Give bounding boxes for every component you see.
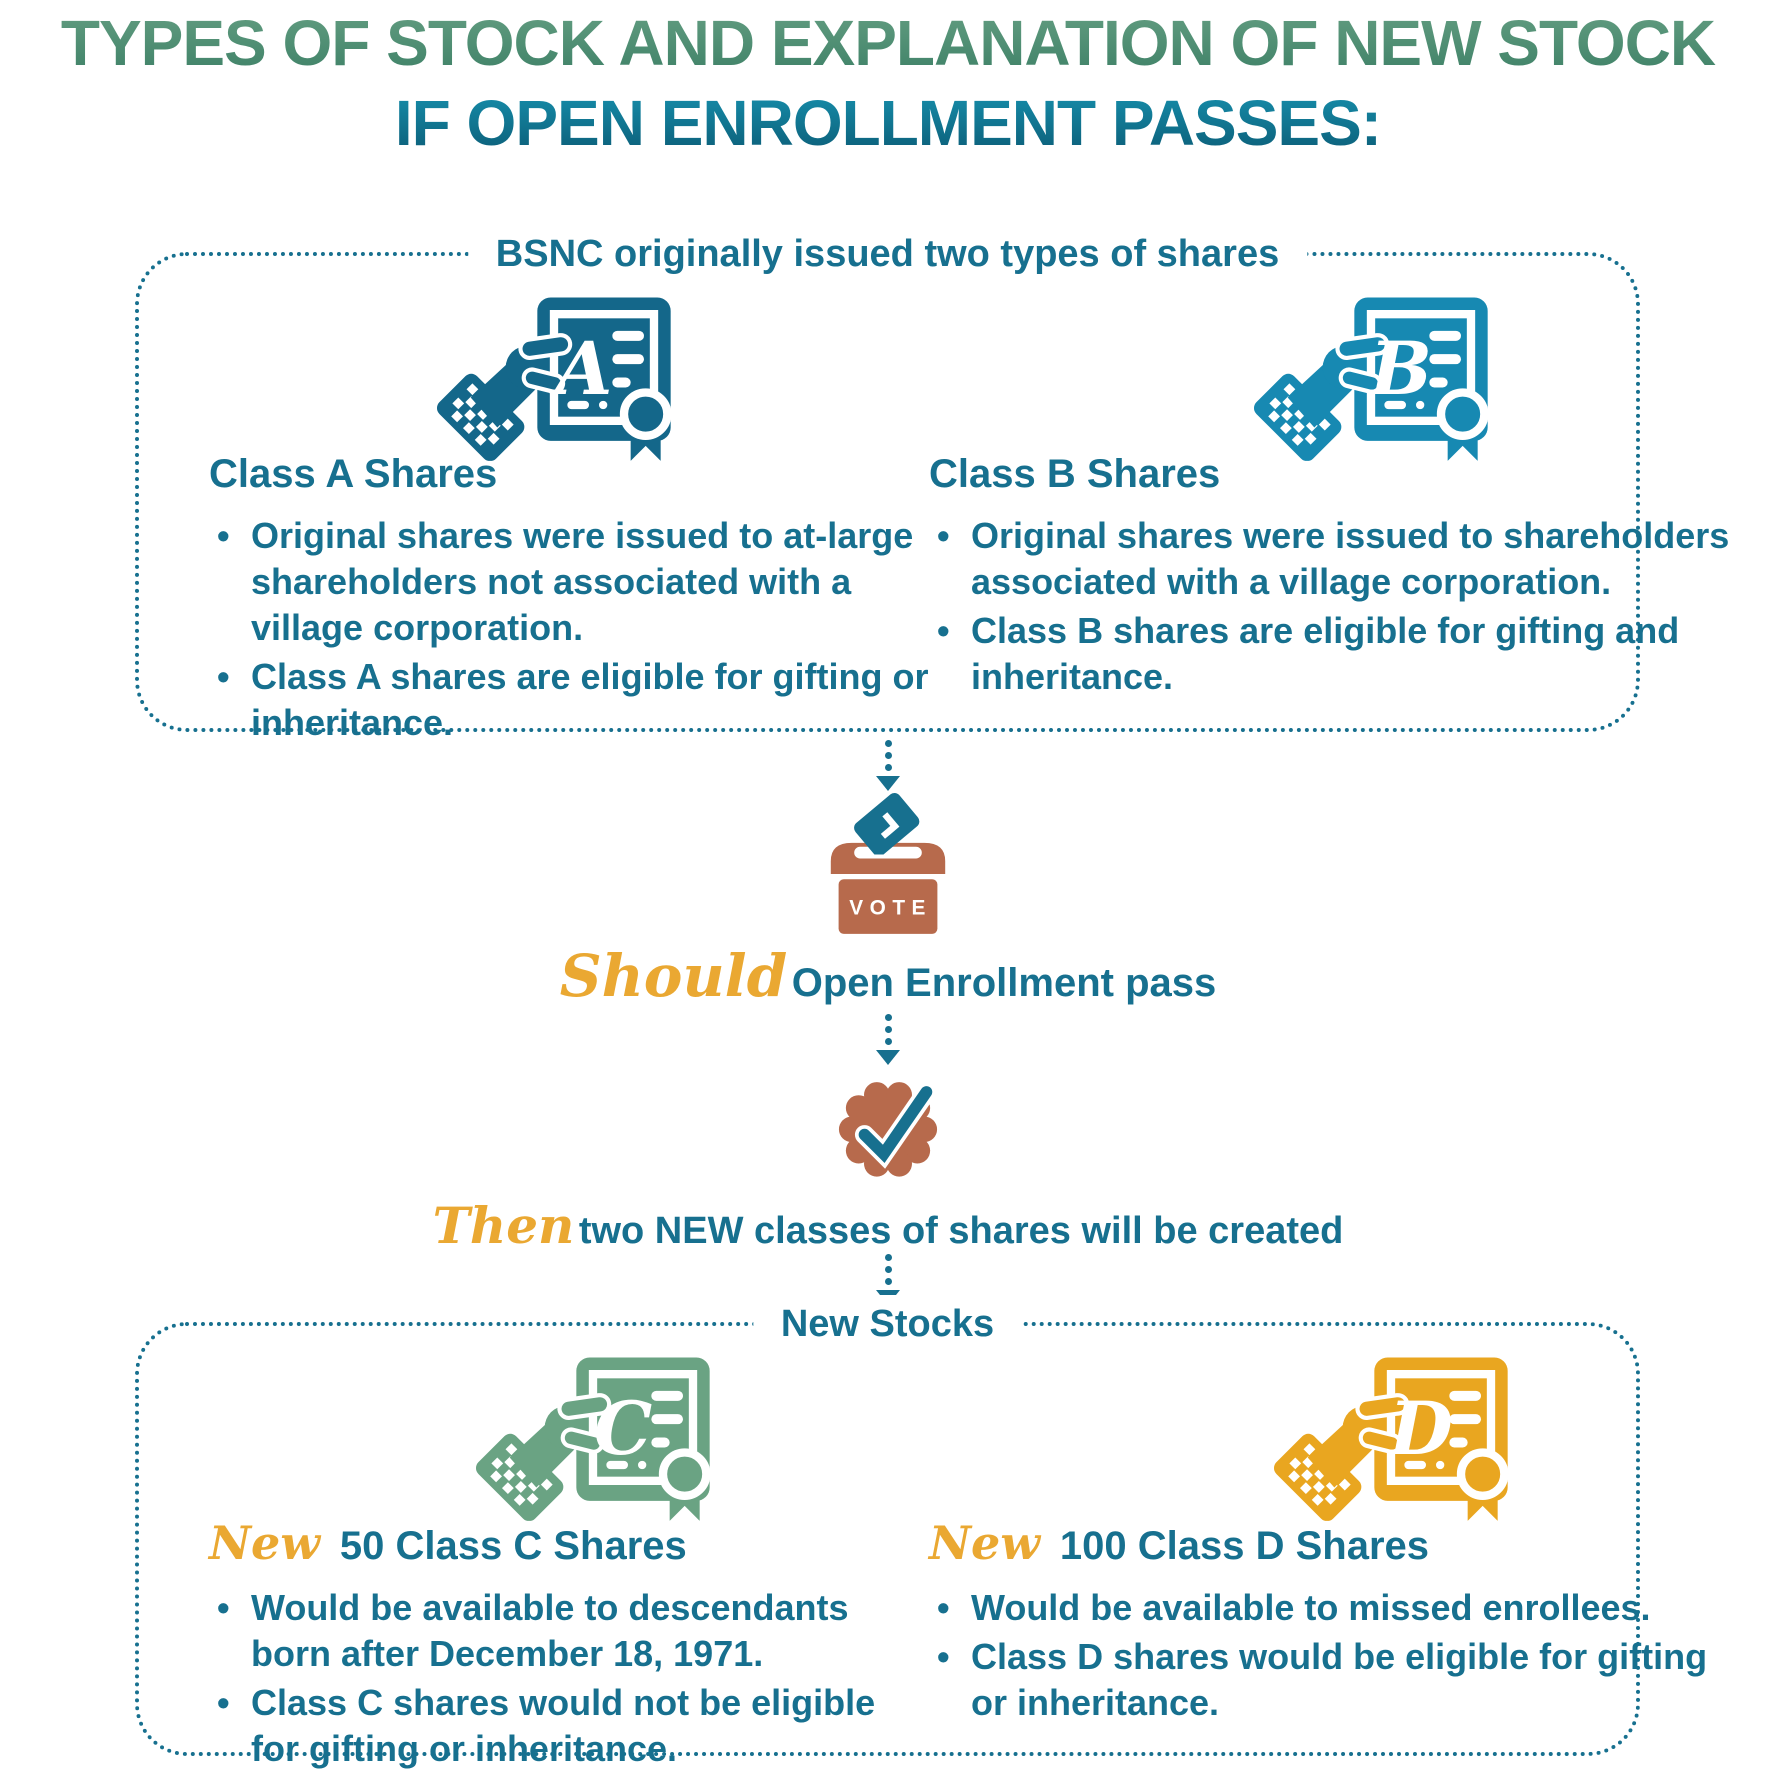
class-c-certificate-icon: C [473,1354,723,1521]
checkmark [858,1086,933,1163]
list-item: Would be available to descendants born a… [209,1585,899,1677]
class-b-section: Class B Shares Original shares were issu… [929,452,1739,703]
class-c-heading: 50 Class C Shares [339,1524,687,1568]
should-text: Open Enrollment pass [791,961,1217,1005]
class-c-bullet-list: Would be available to descendants born a… [209,1585,899,1770]
class-c-letter: C [594,1386,652,1472]
ballot-box-body [838,879,938,934]
vote-ballot-box-icon: VOTE [830,792,946,934]
original-box-header: BSNC originally issued two types of shar… [467,225,1308,283]
class-d-certificate-icon: D [1271,1354,1521,1521]
page-title-line2: IF OPEN ENROLLMENT PASSES: [0,86,1776,160]
class-c-section: New 50 Class C Shares Would be available… [209,1520,899,1770]
class-b-bullet-list: Original shares were issued to sharehold… [929,513,1739,700]
class-a-certificate-icon: A [434,294,684,461]
down-arrow-icon [876,740,900,791]
list-item: Class B shares are eligible for gifting … [929,608,1739,700]
then-line: Then two NEW classes of shares will be c… [0,1196,1776,1255]
original-shares-box: BSNC originally issued two types of shar… [135,225,1729,743]
should-script-word: Should [559,942,788,1010]
new-script-word: New [929,1516,1040,1570]
list-item: Would be available to missed enrollees. [929,1585,1739,1631]
ballot-paper [854,792,920,855]
class-b-certificate-icon: B [1251,294,1501,461]
list-item: Original shares were issued to sharehold… [929,513,1739,605]
class-b-letter: B [1368,326,1432,412]
should-line: Should Open Enrollment pass [0,942,1776,1010]
class-d-letter: D [1387,1386,1453,1472]
class-a-section: Class A Shares Original shares were issu… [209,452,954,749]
new-script-word: New [209,1516,320,1570]
class-a-letter: A [550,326,613,412]
list-item: Class D shares would be eligible for gif… [929,1634,1739,1726]
new-stocks-box: New Stocks C D New 50 Class C Shares Wou… [135,1295,1707,1769]
class-d-bullet-list: Would be available to missed enrollees. … [929,1585,1739,1726]
list-item: Class A shares are eligible for gifting … [209,654,954,746]
then-text: two NEW classes of shares will be create… [578,1210,1344,1252]
class-a-heading: Class A Shares [209,452,498,496]
page-title-line1: TYPES OF STOCK AND EXPLANATION OF NEW ST… [0,6,1776,80]
then-script-word: Then [432,1196,575,1255]
list-item: Original shares were issued to at-large … [209,513,954,651]
checkmark-badge-icon [838,1082,938,1177]
down-arrow-icon [876,1014,900,1065]
class-a-bullet-list: Original shares were issued to at-large … [209,513,954,746]
vote-label: VOTE [849,896,932,919]
new-stocks-header: New Stocks [752,1295,1023,1353]
class-d-section: New 100 Class D Shares Would be availabl… [929,1520,1739,1729]
class-d-heading: 100 Class D Shares [1059,1524,1430,1568]
class-b-heading: Class B Shares [929,452,1221,496]
list-item: Class C shares would not be eligible for… [209,1680,899,1770]
